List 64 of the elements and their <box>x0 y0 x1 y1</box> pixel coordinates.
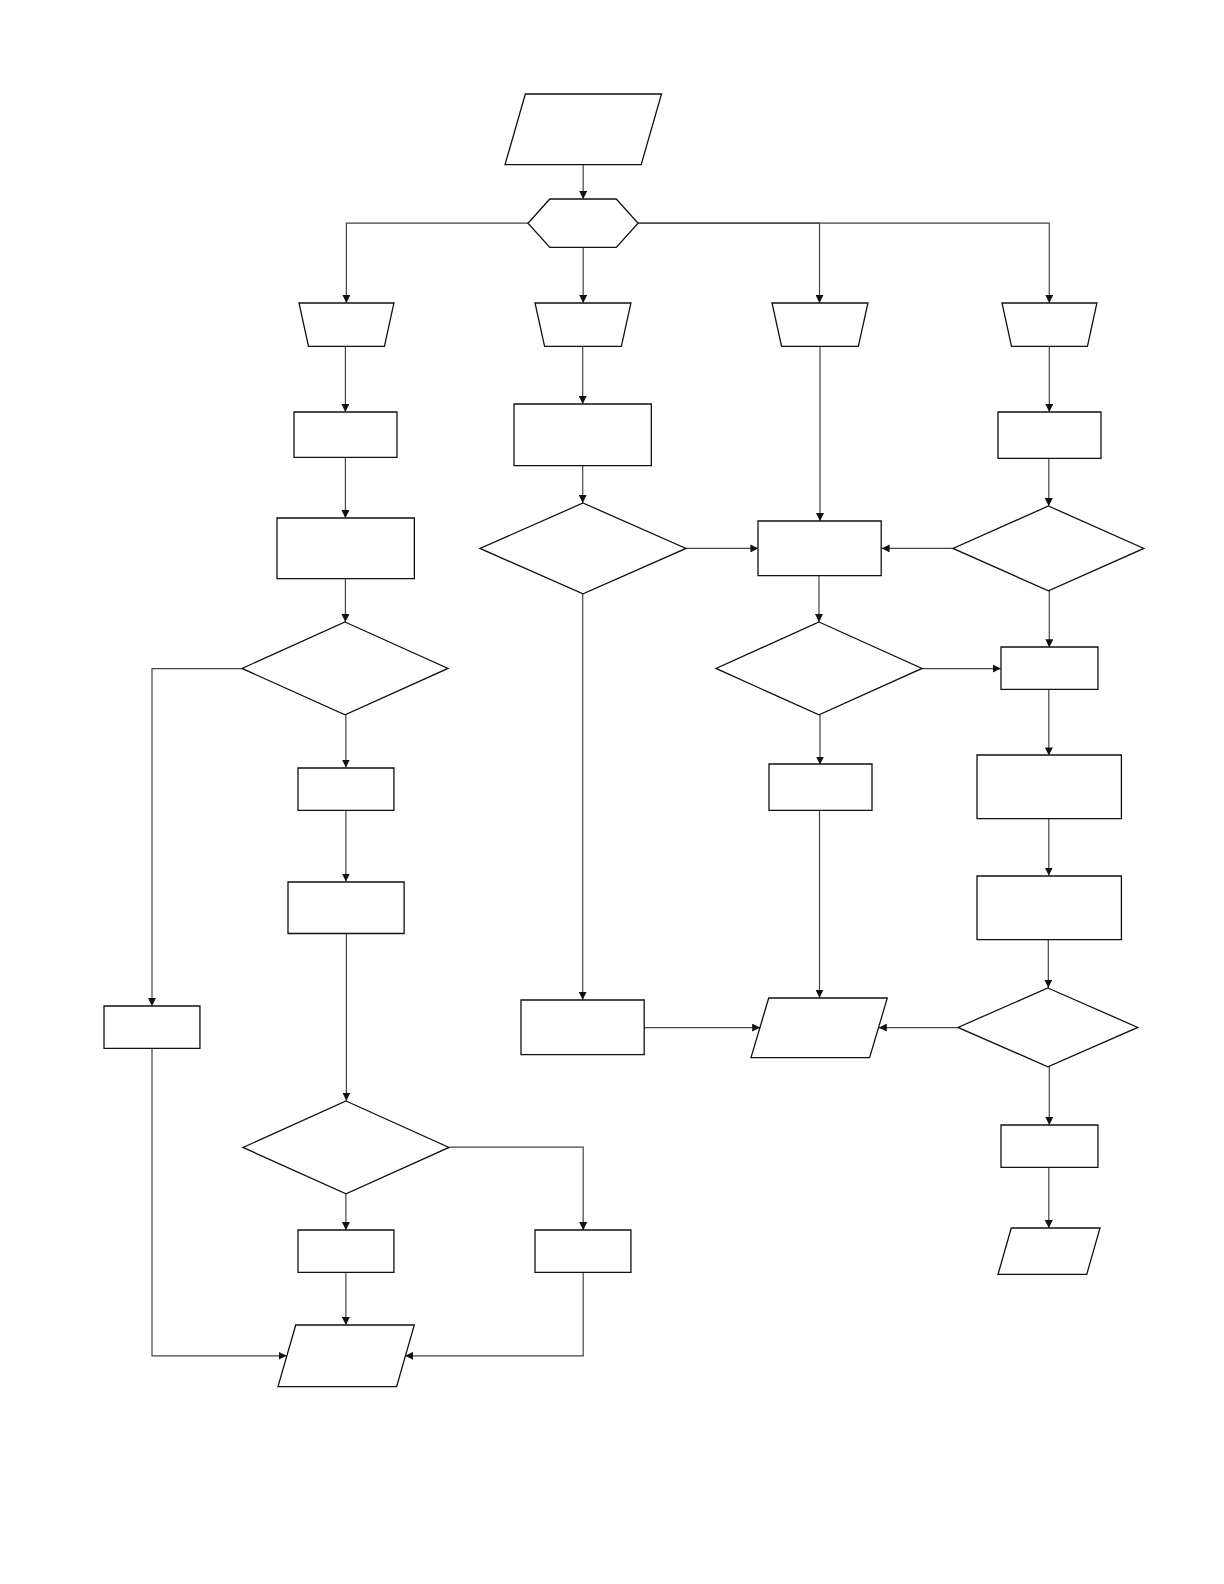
io-parallelogram <box>997 1228 1100 1275</box>
arrow <box>578 465 587 504</box>
arrow <box>1044 689 1053 756</box>
decision-diamond <box>958 987 1139 1067</box>
arrow <box>404 1271 584 1360</box>
arrow <box>342 932 351 1102</box>
arrow <box>148 668 243 1007</box>
arrow <box>448 1146 588 1231</box>
arrow <box>578 345 587 405</box>
arrow <box>1044 938 1053 989</box>
arrow <box>341 456 350 519</box>
arrow <box>1045 345 1054 413</box>
process-box <box>521 999 645 1055</box>
arrow <box>579 246 588 304</box>
arrow <box>341 578 350 623</box>
process-box <box>976 875 1121 940</box>
decision-diamond <box>716 622 923 715</box>
arrow <box>341 1271 350 1326</box>
arrow <box>1045 1065 1054 1126</box>
arrow <box>816 345 824 522</box>
process-box <box>1000 1125 1098 1168</box>
arrow <box>341 345 350 413</box>
arrow <box>637 222 1054 304</box>
decision-diamond <box>242 622 449 715</box>
arrow <box>579 164 588 200</box>
arrow <box>341 714 350 769</box>
manual-operation-trapezoid <box>535 302 632 347</box>
arrow <box>1044 457 1053 507</box>
arrow <box>685 544 759 553</box>
manual-operation-trapezoid <box>771 302 868 347</box>
arrow <box>816 714 824 766</box>
arrow <box>341 809 350 883</box>
process-box <box>297 1230 394 1273</box>
decision-diamond <box>953 505 1145 591</box>
process-box <box>997 412 1101 459</box>
arrow <box>1045 590 1054 648</box>
process-box <box>104 1005 200 1049</box>
io-parallelogram <box>504 93 662 165</box>
process-box <box>287 881 404 934</box>
io-parallelogram <box>751 997 888 1058</box>
io-parallelogram <box>277 1325 415 1387</box>
manual-operation-trapezoid <box>298 302 394 347</box>
process-box <box>514 403 652 466</box>
arrow <box>881 544 954 553</box>
decision-diamond <box>479 502 686 594</box>
process-box <box>297 767 394 810</box>
arrow <box>878 1023 959 1032</box>
arrow <box>815 575 823 623</box>
process-box <box>276 518 415 579</box>
process-box <box>535 1230 632 1273</box>
preparation-hexagon <box>528 198 639 248</box>
arrow <box>342 222 529 304</box>
process-box <box>1000 647 1098 690</box>
arrow <box>1044 1166 1053 1229</box>
process-box <box>768 764 872 811</box>
arrow <box>815 810 824 999</box>
process-box <box>293 412 397 458</box>
arrow <box>578 593 587 1001</box>
process-box <box>758 521 882 576</box>
manual-operation-trapezoid <box>1001 302 1097 347</box>
process-box <box>976 755 1121 819</box>
arrow <box>341 1193 350 1231</box>
arrow <box>1044 818 1053 877</box>
decision-diamond <box>243 1100 450 1194</box>
